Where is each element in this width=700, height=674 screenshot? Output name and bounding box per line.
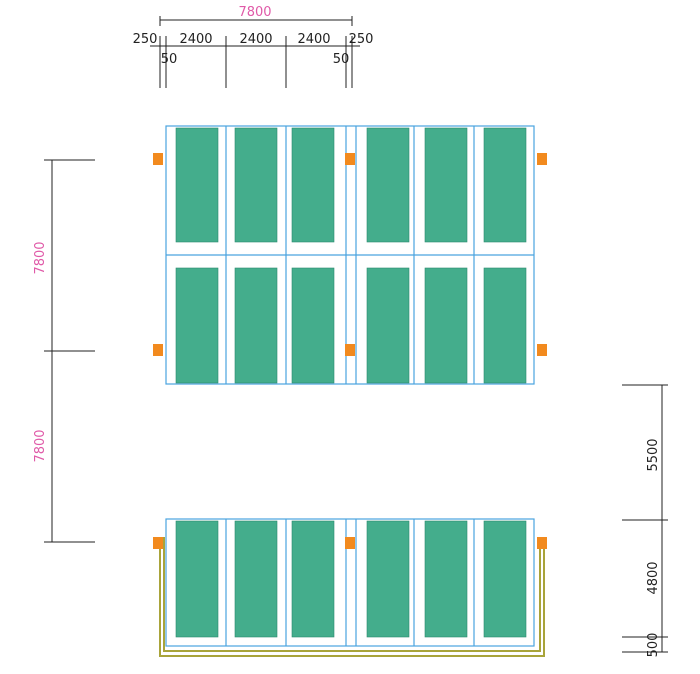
top-left-offset-label: 50 <box>161 52 178 67</box>
solar-panel <box>424 127 468 243</box>
solar-panel <box>424 520 468 638</box>
top-left-margin-label: 250 <box>133 32 158 47</box>
top-right-margin-label: 250 <box>349 32 374 47</box>
right-bottom-dim-label: 500 <box>646 633 661 658</box>
solar-panel <box>175 267 219 384</box>
right-middle-dim-label: 4800 <box>646 561 661 594</box>
support-post <box>153 537 163 549</box>
solar-panel <box>366 127 410 243</box>
solar-panel <box>175 520 219 638</box>
solar-panel <box>483 520 527 638</box>
lower-panel-array <box>159 518 545 657</box>
left-dimension-group: 7800 7800 <box>33 159 95 543</box>
lower-array-base-outer <box>159 537 545 657</box>
solar-panel <box>424 267 468 384</box>
support-post <box>345 344 355 356</box>
support-post <box>537 344 547 356</box>
top-span-label-3: 2400 <box>297 32 330 47</box>
lower-array-frame <box>165 518 535 647</box>
support-post <box>345 537 355 549</box>
solar-panel <box>483 127 527 243</box>
top-right-offset-label: 50 <box>333 52 350 67</box>
support-post <box>345 153 355 165</box>
left-upper-dim-label: 7800 <box>33 241 48 274</box>
top-span-label-2: 2400 <box>239 32 272 47</box>
top-total-dim-label: 7800 <box>238 5 271 20</box>
top-dimension-group: 7800 250 2400 2400 2400 250 50 50 <box>133 5 374 88</box>
solar-panel <box>483 267 527 384</box>
lower-array-base-inner <box>163 537 541 652</box>
solar-panel <box>366 520 410 638</box>
support-post <box>537 537 547 549</box>
support-post <box>537 153 547 165</box>
upper-panel-array <box>165 125 535 385</box>
solar-panel <box>366 267 410 384</box>
solar-panel <box>234 127 278 243</box>
support-post <box>153 153 163 165</box>
right-dimension-group: 5500 4800 500 <box>622 384 668 658</box>
left-lower-dim-label: 7800 <box>33 429 48 462</box>
solar-panel <box>291 267 335 384</box>
solar-panel <box>234 267 278 384</box>
solar-panel <box>234 520 278 638</box>
solar-panel <box>291 520 335 638</box>
solar-panel <box>291 127 335 243</box>
support-post <box>153 344 163 356</box>
top-span-label-1: 2400 <box>179 32 212 47</box>
solar-panel <box>175 127 219 243</box>
right-upper-dim-label: 5500 <box>646 438 661 471</box>
